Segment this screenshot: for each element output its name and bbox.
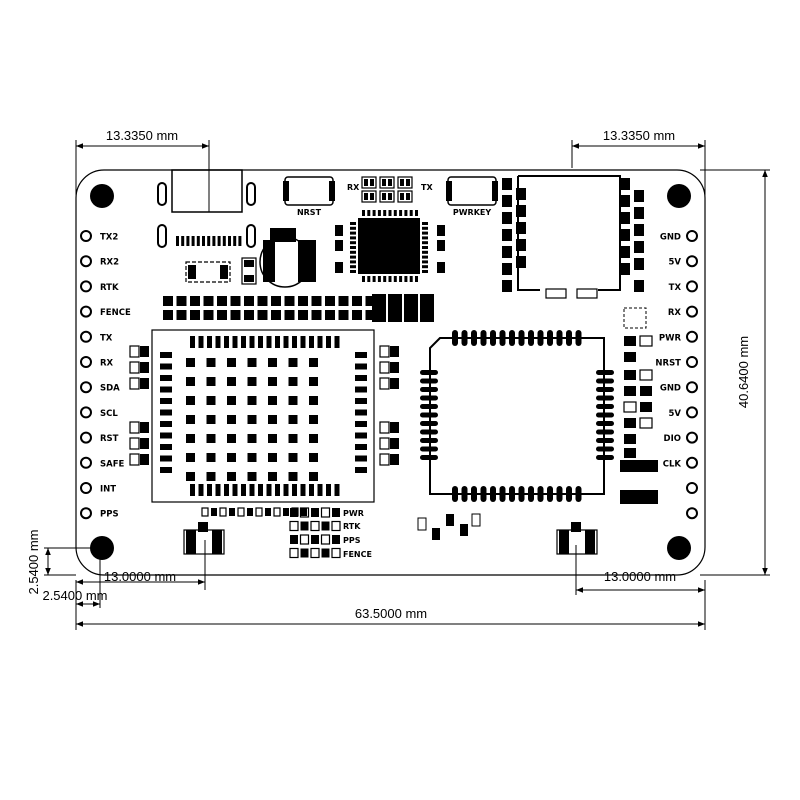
left-pin-label: FENCE <box>100 308 131 318</box>
right-pin-pad <box>686 230 698 242</box>
left-pin-label: TX2 <box>100 233 118 243</box>
right-pin-label: TX <box>669 283 682 293</box>
electrolytic-capacitor <box>259 228 316 288</box>
bottom-fence-label: FENCE <box>343 550 372 559</box>
dim-bottom-left-label: 13.0000 mm <box>104 569 176 584</box>
pwrkey-label: PWRKEY <box>453 208 492 217</box>
mcu-chip <box>335 210 445 282</box>
mounting-hole-bottom-right <box>667 536 691 560</box>
dim-top-left-label: 13.3350 mm <box>106 128 178 143</box>
left-pin-label: INT <box>100 485 116 495</box>
left-pin-pad <box>80 255 92 268</box>
right-pin-pad <box>686 406 698 419</box>
left-pin-pad <box>80 431 92 444</box>
bottom-pwr-label: PWR <box>343 509 364 518</box>
left-pin-pad <box>80 482 92 494</box>
rx-label: RX <box>347 183 360 192</box>
rx-tx-leds <box>361 176 413 203</box>
right-pin-pad <box>686 482 698 494</box>
left-pin-label: RX2 <box>100 258 119 268</box>
right-pin-label: 5V <box>669 409 682 419</box>
left-pin-pad <box>80 230 92 242</box>
dim-right-height-label: 40.6400 mm <box>736 336 751 408</box>
left-pin-pad <box>80 456 92 469</box>
mounting-hole-bottom-left <box>90 536 114 560</box>
left-pin-pad <box>80 280 92 293</box>
qfn-module <box>420 330 614 502</box>
left-pin-label: RST <box>100 434 119 444</box>
right-pin-label: 5V <box>669 258 682 268</box>
nrst-button <box>283 176 335 206</box>
bottom-small-parts <box>417 513 481 540</box>
right-pin-pad <box>686 305 698 318</box>
tx-label: TX <box>421 183 433 192</box>
right-pin-label: GND <box>660 233 681 243</box>
bottom-pad-block <box>201 507 341 559</box>
dim-total-width-label: 63.5000 mm <box>355 606 427 621</box>
right-pin-label: NRST <box>655 359 681 369</box>
right-pin-label: CLK <box>663 459 682 469</box>
right-pin-pad <box>686 381 698 394</box>
right-pin-pad <box>686 456 698 469</box>
left-pin-label: RTK <box>100 283 119 293</box>
passive-row <box>163 294 434 322</box>
mounting-hole-top-right <box>667 184 691 208</box>
pwrkey-button <box>446 176 498 206</box>
left-pin-pad <box>80 330 92 343</box>
bottom-rtk-label: RTK <box>343 522 361 531</box>
right-pin-label: PWR <box>659 333 682 343</box>
right-pin-pad <box>686 280 698 293</box>
right-pin-label: RX <box>668 308 682 318</box>
mounting-hole-top-left <box>90 184 114 208</box>
left-pin-label: TX <box>100 333 113 343</box>
right-pin-label: DIO <box>664 434 681 444</box>
right-pin-pad <box>686 330 698 343</box>
left-pin-pad <box>80 381 92 394</box>
left-pin-pad <box>80 305 92 318</box>
rf-module <box>502 175 644 299</box>
lga-module <box>129 329 399 503</box>
right-pin-label: GND <box>660 384 681 394</box>
usb-connector <box>157 169 256 248</box>
right-pin-pad <box>686 507 698 520</box>
left-pin-label: SAFE <box>100 459 125 469</box>
bottom-pps-label: PPS <box>343 536 361 545</box>
right-pin-pad <box>686 255 698 268</box>
left-pin-label: SCL <box>100 409 118 419</box>
dim-left-vertical-label: 2.5400 mm <box>26 529 41 594</box>
nrst-label: NRST <box>297 208 322 217</box>
right-pin-pad <box>686 356 698 368</box>
left-pin-pad <box>80 356 92 368</box>
small-component <box>241 257 257 285</box>
dim-left-horizontal-label: 2.5400 mm <box>42 588 107 603</box>
right-pin-pad <box>686 431 698 444</box>
bottom-connector-right <box>556 522 598 555</box>
dim-top-right-label: 13.3350 mm <box>603 128 675 143</box>
left-pin-pad <box>80 507 92 520</box>
left-pin-label: SDA <box>100 384 120 394</box>
crystal <box>185 261 231 283</box>
board-outline <box>75 169 706 576</box>
right-pin-header: GND 5V TX RX PWR NRST GND 5V DIO CLK <box>655 230 698 520</box>
left-pin-label: RX <box>100 359 114 369</box>
left-pin-pad <box>80 406 92 419</box>
left-pin-label: PPS <box>100 510 119 520</box>
dim-bottom-right-label: 13.0000 mm <box>604 569 676 584</box>
right-side-parts <box>620 307 658 504</box>
mounting-holes <box>90 184 691 560</box>
bottom-connector-left <box>183 522 225 555</box>
